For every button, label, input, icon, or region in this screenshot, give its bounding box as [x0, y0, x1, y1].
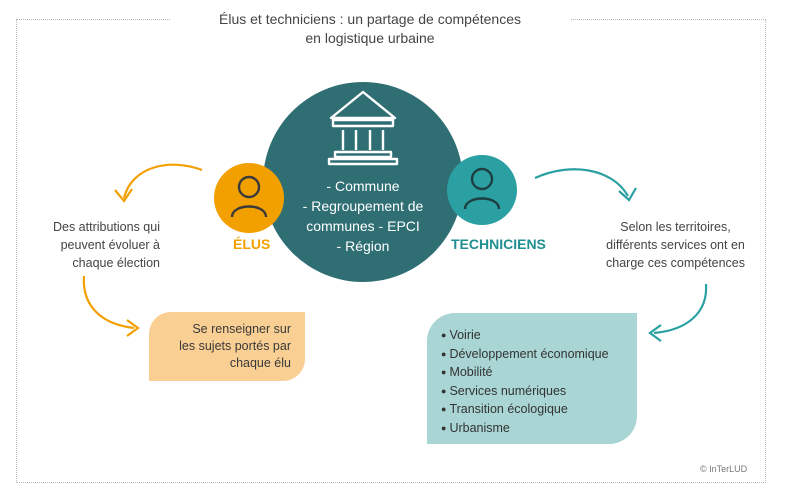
competence-item: Voirie — [441, 327, 609, 346]
tech-bottom-arrow — [653, 283, 708, 335]
person-icon — [230, 175, 268, 218]
elus-top-arrowhead — [114, 188, 133, 203]
diagram-title: Élus et techniciens : un partage de comp… — [170, 10, 570, 48]
elus-box-line: chaque élu — [229, 356, 291, 370]
tech-bottom-arrowhead — [648, 324, 662, 342]
elus-box-line: les sujets portés par — [179, 339, 291, 353]
techniciens-label: TECHNICIENS — [451, 236, 546, 252]
elus-bottom-arrowhead — [126, 319, 140, 337]
institution-line: - Région — [336, 238, 390, 254]
elus-info-box: Se renseigner sur les sujets portés par … — [149, 312, 305, 381]
elus-description-line: chaque élection — [72, 256, 160, 270]
elus-description-line: Des attributions qui — [52, 220, 160, 234]
competence-item: Mobilité — [441, 364, 609, 383]
elus-box-line: Se renseigner sur — [192, 322, 291, 336]
institution-line: - Regroupement de — [302, 198, 424, 214]
elus-description-line: peuvent évoluer à — [60, 238, 160, 252]
building-columns-icon — [327, 90, 399, 166]
institutions-circle — [263, 82, 463, 282]
elus-description: Des attributions qui peuvent évoluer à c… — [36, 218, 160, 272]
elus-avatar — [214, 163, 284, 233]
competence-item: Services numériques — [441, 383, 609, 402]
institutions-list: - Commune - Regroupement de communes - E… — [263, 176, 463, 256]
institution-line: - Commune — [326, 178, 400, 194]
competence-item: Développement économique — [441, 346, 608, 365]
competences-list: Voirie Développement économique Mobilité… — [441, 327, 609, 439]
person-icon — [463, 167, 501, 210]
competences-box: Voirie Développement économique Mobilité… — [427, 313, 637, 444]
competence-item: Urbanisme — [441, 420, 609, 439]
title-line-2: en logistique urbaine — [305, 30, 435, 46]
title-line-1: Élus et techniciens : un partage de comp… — [219, 11, 521, 27]
techniciens-description-line: charge ces compétences — [606, 256, 745, 270]
techniciens-description: Selon les territoires, différents servic… — [593, 218, 758, 272]
elus-top-arrow — [122, 163, 203, 199]
tech-top-arrow — [534, 168, 629, 197]
copyright: © InTerLUD — [700, 464, 748, 474]
institution-line: communes - EPCI — [306, 218, 420, 234]
techniciens-description-line: Selon les territoires, — [620, 220, 731, 234]
elus-label: ÉLUS — [233, 236, 271, 252]
tech-top-arrowhead — [618, 187, 637, 202]
techniciens-avatar — [447, 155, 517, 225]
competence-item: Transition écologique — [441, 401, 609, 420]
elus-bottom-arrow — [82, 275, 135, 330]
techniciens-description-line: différents services ont en — [606, 238, 745, 252]
